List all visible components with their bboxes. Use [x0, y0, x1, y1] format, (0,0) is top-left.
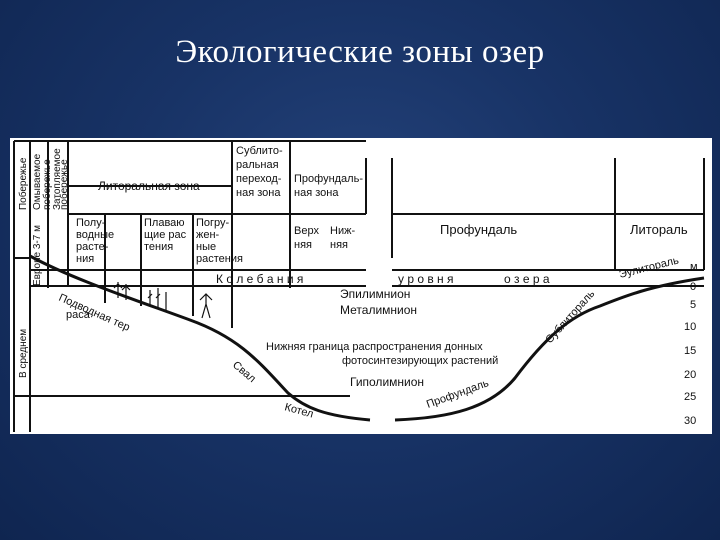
profundal-curve-label: Профундаль — [425, 377, 491, 411]
lower-boundary-1: Нижняя граница распространения донных — [266, 341, 483, 353]
litoral-zone-label: Литоральная зона — [98, 179, 200, 193]
upper-label-1: Верх — [294, 225, 319, 237]
submerged-3: ные — [196, 241, 216, 253]
lake-profile — [14, 254, 705, 422]
semi-aquatic-2: водные — [76, 229, 114, 241]
header-col3-b: побережье — [58, 159, 70, 210]
submerged-2: жен- — [196, 229, 220, 241]
depth-center-2: Европе 3-7 м — [32, 225, 43, 286]
scale-tick-25: 25 — [684, 391, 696, 403]
header-col2-a: Омываемое — [32, 153, 43, 210]
floating-3: тения — [144, 241, 173, 253]
scale-tick-15: 15 — [684, 345, 696, 357]
underwater-slope-2: раса — [66, 309, 91, 321]
floating-2: щие рас — [144, 229, 187, 241]
floating-1: Плаваю — [144, 217, 185, 229]
slide-title: Экологические зоны озер — [175, 34, 545, 70]
sublitoral-1: Сублито- — [236, 145, 283, 157]
lake-zones-diagram: Побережье Омываемое побережье Затопляемо… — [10, 138, 712, 434]
sublitoral-3: переход- — [236, 173, 282, 185]
litoral-right-label: Литораль — [630, 222, 688, 237]
depth-side-labels: В среднем Европе 3-7 м — [18, 225, 43, 378]
submerged-4: растения — [196, 253, 243, 265]
sublitoral-2: ральная — [236, 159, 279, 171]
water-level-word-3: о з е р а — [504, 272, 550, 286]
scale-tick-10: 10 — [684, 321, 696, 333]
upper-label-2: няя — [294, 239, 312, 251]
depth-scale: м 0 5 10 15 20 25 30 — [684, 261, 698, 427]
sublitoral-curve-label: Сублитораль — [543, 288, 597, 346]
scale-tick-0: 0 — [690, 281, 696, 293]
profundal-zone-1: Профундаль- — [294, 173, 363, 185]
submerged-1: Погру- — [196, 217, 230, 229]
sublitoral-4: ная зона — [236, 187, 281, 199]
header-col2-b: побережье — [41, 159, 53, 210]
water-level-word-2: у р о в н я — [398, 272, 454, 286]
slope-label: Свал — [230, 359, 258, 385]
semi-aquatic-1: Полу- — [76, 217, 106, 229]
frame-lines — [13, 140, 705, 432]
depth-center-1: В среднем — [18, 329, 29, 378]
semi-aquatic-4: ния — [76, 253, 94, 265]
water-level-word-1: К о л е б а н и я — [216, 272, 303, 286]
scale-unit: м — [690, 261, 698, 273]
profundal-zone-2: ная зона — [294, 187, 339, 199]
plant-icons — [113, 282, 213, 319]
scale-tick-30: 30 — [684, 415, 696, 427]
eulitoral-label: Эулитораль — [618, 254, 680, 281]
metalimnion-label: Металимнион — [340, 303, 417, 317]
epilimnion-label: Эпилимнион — [340, 287, 410, 301]
basin-label: Котел — [283, 401, 314, 420]
header-labels: Побережье Омываемое побережье Затопляемо… — [17, 145, 688, 265]
hypolimnion-label: Гиполимнион — [350, 375, 424, 389]
semi-aquatic-3: расте- — [76, 241, 109, 253]
header-col1: Побережье — [17, 157, 29, 210]
lower-label-2: няя — [330, 239, 348, 251]
scale-tick-5: 5 — [690, 299, 696, 311]
diagram-svg: Побережье Омываемое побережье Затопляемо… — [13, 140, 705, 432]
scale-tick-20: 20 — [684, 369, 696, 381]
profundal-right-label: Профундаль — [440, 222, 517, 237]
lower-boundary-2: фотосинтезирующих растений — [342, 355, 498, 367]
header-col3-a: Затопляемое — [52, 148, 63, 210]
lower-label-1: Ниж- — [330, 225, 355, 237]
water-level-words: К о л е б а н и я у р о в н я о з е р а — [216, 272, 550, 286]
